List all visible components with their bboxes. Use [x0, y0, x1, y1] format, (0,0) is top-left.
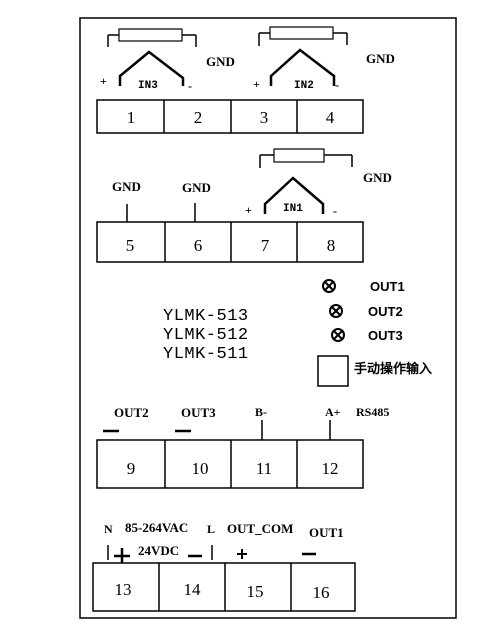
terminal-5: 5	[125, 236, 135, 255]
lamp-out3	[331, 328, 345, 342]
gnd-label-in1: GND	[363, 170, 392, 185]
terminal-7: 7	[260, 236, 270, 255]
panel-outline	[79, 17, 457, 619]
in1-label: IN1	[283, 203, 303, 215]
terminal-12: 12	[321, 459, 339, 478]
lamp-out1	[322, 279, 336, 293]
in3-minus: -	[188, 79, 192, 93]
a-plus-label: A+	[325, 405, 341, 419]
terminal-block-13-16	[92, 562, 356, 612]
in2-minus: -	[335, 78, 339, 92]
model-513: YLMK-513	[163, 307, 249, 326]
model-511: YLMK-511	[163, 345, 249, 364]
terminal-6: 6	[193, 236, 203, 255]
lamp-out2	[329, 304, 343, 318]
in1-plus: +	[245, 203, 252, 217]
terminal-1: 1	[126, 108, 136, 127]
lamp-out1-label: OUT1	[370, 279, 405, 294]
terminal-block-9-12	[96, 439, 364, 489]
rs485-label: RS485	[356, 405, 390, 419]
out3-label: OUT3	[181, 405, 216, 420]
l-label: L	[207, 522, 216, 536]
terminal-15: 15	[246, 582, 264, 601]
lamp-out3-label: OUT3	[368, 328, 403, 343]
n-label: N	[104, 522, 113, 536]
terminal-8: 8	[326, 236, 336, 255]
gnd-label-6: GND	[182, 180, 211, 195]
terminal-block-5-8	[96, 221, 364, 263]
out-com-label: OUT_COM	[227, 521, 294, 536]
terminal-3: 3	[259, 108, 269, 127]
in3-label: IN3	[138, 80, 158, 92]
in2-plus: +	[253, 77, 260, 91]
dc-label: 24VDC	[138, 543, 180, 558]
terminal-10: 10	[191, 459, 209, 478]
terminal-11: 11	[255, 459, 273, 478]
lamp-out2-label: OUT2	[368, 304, 403, 319]
in3-plus: +	[100, 74, 107, 88]
out1-label: OUT1	[309, 525, 344, 540]
manual-input-box	[317, 355, 349, 387]
terminal-9: 9	[126, 459, 136, 478]
in2-label: IN2	[294, 80, 314, 92]
gnd-label-5: GND	[112, 179, 141, 194]
terminal-block-1-4	[96, 99, 364, 134]
ac-range-label: 85-264VAC	[125, 520, 189, 535]
gnd-label-in2: GND	[366, 51, 395, 66]
terminal-16: 16	[312, 583, 330, 602]
terminal-14: 14	[183, 580, 201, 599]
in1-minus: -	[333, 204, 337, 218]
manual-input-label: 手动操作输入	[354, 362, 433, 377]
terminal-4: 4	[325, 108, 335, 127]
out2-label: OUT2	[114, 405, 149, 420]
b-minus-label: B-	[255, 405, 267, 419]
terminal-2: 2	[193, 108, 203, 127]
terminal-13: 13	[114, 580, 132, 599]
gnd-label-in3: GND	[206, 54, 235, 69]
model-512: YLMK-512	[163, 326, 249, 345]
